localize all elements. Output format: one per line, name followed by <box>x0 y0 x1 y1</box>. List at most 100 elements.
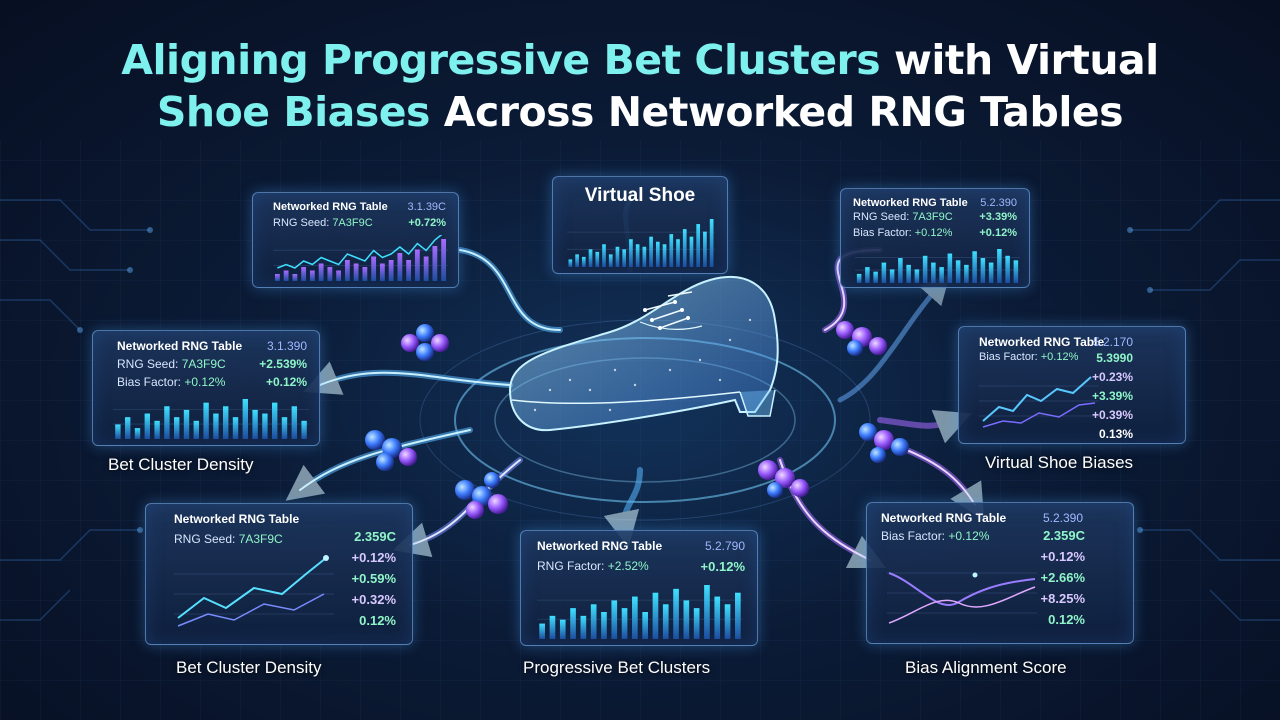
chart-bar <box>134 428 141 439</box>
panel-value: +0.39% <box>1091 408 1133 422</box>
chart-bar <box>906 264 911 283</box>
panel-row: Bias Factor: +0.12% <box>117 375 225 389</box>
chart-bar <box>281 417 288 439</box>
chart-bar <box>379 263 385 281</box>
chart-bar <box>570 608 576 639</box>
panel-row: RNG Seed: 7A3F9C <box>117 357 226 371</box>
chart-bar <box>559 619 566 639</box>
panel-value: +0.72% <box>408 217 446 229</box>
title-text: with Virtual <box>893 36 1159 84</box>
panel-value: +0.12% <box>351 550 396 565</box>
chart-bar <box>632 596 638 639</box>
chart-bar <box>931 262 936 283</box>
panel-heading: Networked RNG Table <box>881 511 1007 525</box>
chart-bar <box>980 258 986 283</box>
chart-bar <box>213 413 219 439</box>
chart-bar <box>193 420 199 439</box>
panel-value: +0.12% <box>1040 549 1085 564</box>
chart-bar <box>232 417 239 439</box>
panel-number: 5.2.170 <box>1092 335 1133 349</box>
chart-bar <box>595 251 600 267</box>
chart-bar <box>615 246 620 267</box>
row-value: 7A3F9C <box>238 532 283 546</box>
chart-bar <box>344 260 350 281</box>
series-line <box>177 593 325 627</box>
chart-bar <box>673 588 679 639</box>
panel-row: Bias Factor: +0.12% <box>979 351 1078 363</box>
chart-bar <box>608 254 613 267</box>
chart-bar <box>581 256 586 267</box>
panel-value: 2.359C <box>1043 528 1085 543</box>
chart-bar <box>602 244 606 267</box>
panel-heading: Networked RNG Table <box>174 512 300 526</box>
flow-arrow <box>603 467 643 548</box>
panel-value: 0.12% <box>359 613 396 628</box>
rng-table-panel: Networked RNG Table RNG Seed: 7A3F9C 2.3… <box>145 503 413 645</box>
title-highlight: Shoe Biases <box>156 88 431 136</box>
chart-bar <box>575 254 579 267</box>
chart-bar <box>274 274 280 281</box>
panel-value: 2.359C <box>354 529 396 544</box>
chart-bar <box>388 260 394 281</box>
flow-arrow <box>837 273 950 403</box>
bet-cluster <box>455 472 508 519</box>
chart-bar <box>696 224 701 267</box>
panel-value: +0.12% <box>979 227 1017 239</box>
chart-bar <box>318 263 324 281</box>
bet-cluster <box>836 321 887 356</box>
row-value: 7A3F9C <box>181 357 226 371</box>
panel-row: RNG Seed: 7A3F9C <box>174 532 283 546</box>
bet-cluster <box>758 460 809 498</box>
panel-value-list: 5.3990 +0.23% +3.39% +0.39% 0.13% <box>1091 349 1133 443</box>
chart-bar <box>301 267 307 281</box>
chart-bar <box>223 406 229 439</box>
panel-value: +2.66% <box>1040 570 1085 585</box>
chart-bar <box>590 604 597 639</box>
panel-value: +3.39% <box>979 211 1017 223</box>
shoe-icon <box>508 275 779 432</box>
panel-row: RNG Seed: 7A3F9C <box>273 217 373 229</box>
chart-bar <box>635 244 640 267</box>
title-highlight: Aligning Progressive Bet Clusters <box>121 36 881 84</box>
chart-bar <box>856 273 862 283</box>
row-label: Bias Factor: <box>979 351 1038 363</box>
virtual-shoe-title: Virtual Shoe <box>584 185 696 206</box>
rng-table-panel: Networked RNG Table 3.1.390 RNG Seed: 7A… <box>92 330 320 446</box>
chart-bar <box>164 406 170 439</box>
chart-bar <box>988 262 994 283</box>
chart-bar <box>125 417 131 439</box>
chart-bar <box>964 264 969 283</box>
chart-bar <box>693 608 700 639</box>
series-line <box>277 235 443 269</box>
chart-bar <box>735 592 741 639</box>
chart-bar <box>336 270 342 281</box>
rng-line-chart <box>174 555 334 627</box>
chart-bar <box>914 269 920 283</box>
panel-heading: Networked RNG Table <box>979 335 1105 349</box>
chart-bar <box>683 600 690 639</box>
bet-cluster <box>401 324 449 361</box>
row-label: RNG Seed: <box>273 217 330 229</box>
chart-bar <box>406 260 412 281</box>
chart-bar <box>414 249 420 281</box>
row-label: Bias Factor: <box>853 227 912 239</box>
series-line <box>982 376 1092 422</box>
chart-bar <box>622 249 627 267</box>
chart-bar <box>580 615 587 639</box>
panel-row: Bias Factor: +0.12% <box>881 529 989 543</box>
chart-bar <box>724 604 731 639</box>
row-value: +0.12% <box>948 529 990 543</box>
panel-heading: Networked RNG Table <box>853 197 968 209</box>
chart-bar <box>889 269 895 283</box>
chart-bar <box>662 604 669 639</box>
panel-value: +8.25% <box>1040 591 1085 606</box>
chart-bar <box>649 236 653 267</box>
row-value: +2.52% <box>607 559 649 573</box>
chart-bar <box>865 267 870 283</box>
chart-bar <box>144 413 150 439</box>
chart-bar <box>972 251 977 283</box>
panel-number: 5.2.390 <box>1042 511 1083 525</box>
row-label: RNG Seed: <box>853 211 910 223</box>
panel-value: +0.12% <box>700 559 745 574</box>
title-text: Across Networked RNG Tables <box>443 88 1124 136</box>
